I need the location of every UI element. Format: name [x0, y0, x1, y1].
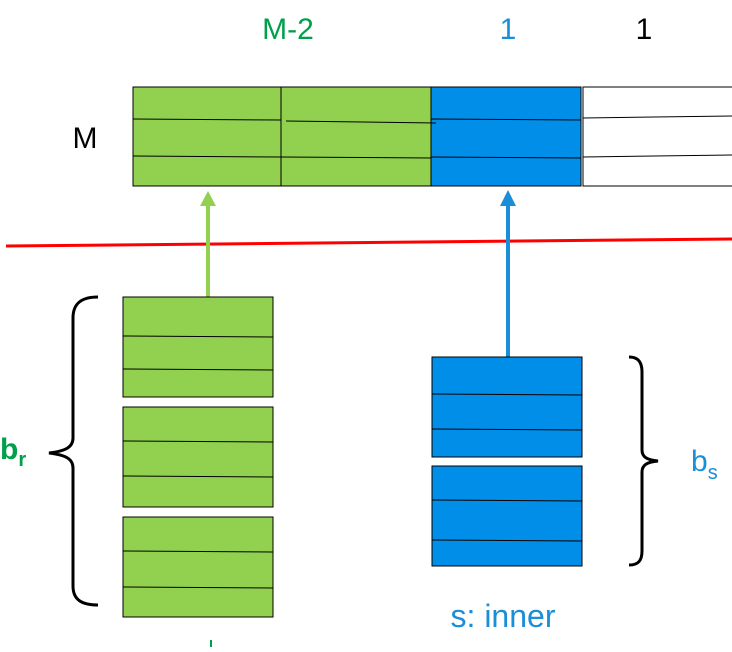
slot-line	[132, 118, 282, 121]
caption-s-inner: s: inner	[451, 598, 556, 634]
label-b-s: bs	[691, 445, 718, 484]
green-arrow	[200, 191, 216, 298]
r-block-3	[122, 516, 274, 618]
s-block-stack	[431, 356, 583, 567]
blue-page	[430, 86, 582, 187]
r-block-stack	[122, 296, 274, 618]
slot-line	[285, 120, 437, 124]
row-label-m: M	[73, 122, 98, 155]
green-page-1	[132, 86, 282, 187]
memory-buffer	[132, 86, 732, 187]
s-block-2	[431, 465, 583, 567]
r-block-2	[122, 406, 274, 508]
slot-line	[132, 155, 282, 158]
slot-line	[430, 118, 582, 121]
r-brace	[48, 295, 99, 607]
label-b-s-base: b	[691, 445, 708, 478]
label-b-r-base: b	[0, 433, 18, 466]
memory-disk-divider	[5, 237, 732, 248]
slot-line	[582, 154, 732, 158]
label-b-r-sub: r	[18, 449, 26, 471]
slot-line	[582, 115, 732, 119]
slot-line	[280, 156, 432, 159]
green-page-2	[280, 86, 432, 187]
s-block-1	[431, 356, 583, 458]
s-brace	[628, 355, 659, 567]
label-one-black: 1	[636, 13, 653, 46]
r-block-1	[122, 296, 274, 398]
label-m-minus-2: M-2	[262, 13, 314, 46]
label-one-blue: 1	[500, 13, 517, 46]
output-page	[582, 86, 732, 187]
blue-arrow	[500, 190, 516, 358]
slot-line	[430, 156, 582, 159]
label-b-s-sub: s	[708, 462, 718, 484]
label-b-r: br	[0, 433, 26, 471]
